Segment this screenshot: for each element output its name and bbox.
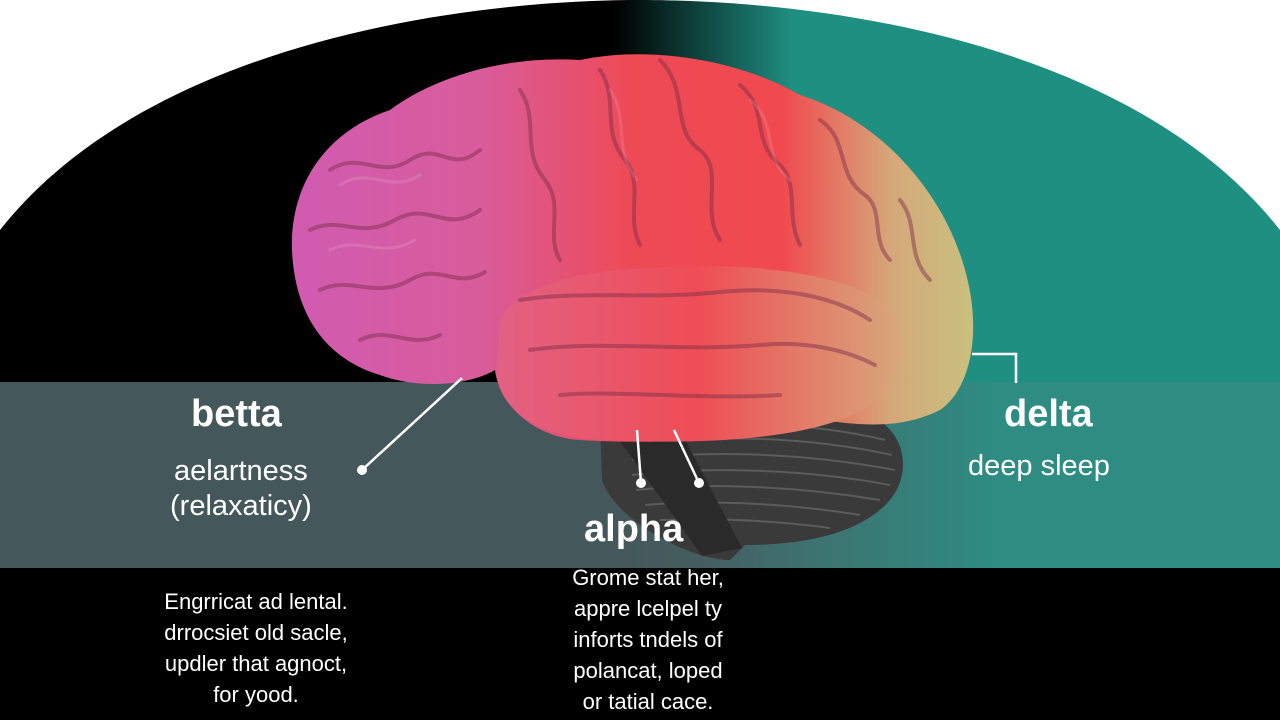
left-note-line: Engrricat ad lental.	[164, 589, 348, 614]
betta-title: betta	[191, 393, 282, 435]
left-note-line: drrocsiet old sacle,	[164, 620, 348, 645]
betta-connector	[361, 377, 463, 471]
left-note: Engrricat ad lental. drrocsiet old sacle…	[164, 586, 347, 710]
alpha-connector-2	[672, 429, 701, 484]
bottom-dark-strip	[0, 568, 1280, 720]
connector-dots	[357, 465, 704, 488]
delta-connector	[972, 352, 1018, 383]
left-note-line: updler that agnoct,	[164, 651, 348, 676]
alpha-dot-1	[636, 478, 646, 488]
betta-subtitle-line1: aelartness	[174, 455, 308, 487]
center-note-line: or tatial cace.	[582, 689, 714, 714]
center-note-line: appre lcelpel ty	[574, 596, 722, 621]
connector-lines	[361, 352, 1018, 484]
delta-title: delta	[1004, 393, 1093, 435]
betta-subtitle-line2: (relaxaticy)	[170, 490, 312, 522]
alpha-title: alpha	[584, 508, 684, 550]
alpha-connector-1	[635, 429, 643, 484]
cerebrum	[291, 54, 974, 442]
center-note-line: inforts tndels of	[573, 627, 723, 652]
center-note-line: Grome stat her,	[572, 565, 724, 590]
betta-dot	[357, 465, 367, 475]
brain-stem	[612, 430, 742, 556]
left-note-line: for yood.	[213, 682, 299, 707]
center-note: Grome stat her, appre lcelpel ty inforts…	[572, 562, 724, 717]
delta-subtitle: deep sleep	[968, 450, 1110, 482]
alpha-dot-2	[694, 478, 704, 488]
center-note-line: polancat, loped	[573, 658, 723, 683]
